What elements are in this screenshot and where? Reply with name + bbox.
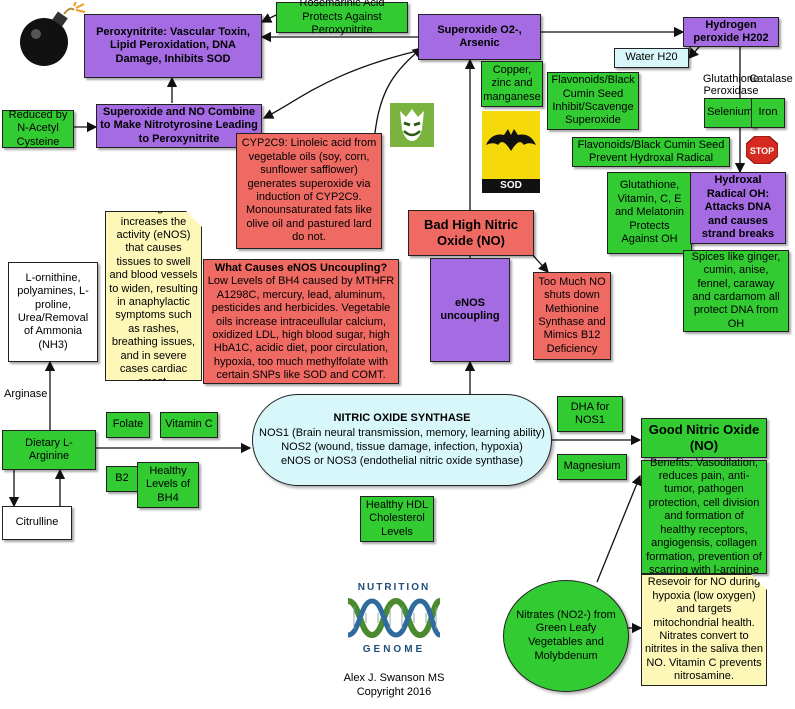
magnesium-node: Magnesium (557, 454, 627, 480)
nitric-oxide-synthase-node: NITRIC OXIDE SYNTHASE NOS1 (Brain neural… (252, 394, 552, 486)
bat-icon (482, 111, 540, 193)
dha-node: DHA for NOS1 (557, 396, 623, 432)
synthase-nos2: NOS2 (wound, tissue damage, infection, h… (281, 441, 523, 453)
sod-bat-icon: SOD (482, 111, 540, 193)
arginase-label: Arginase (4, 388, 48, 400)
hydroxal-radical-node: Hydroxal Radical OH: Attacks DNA and cau… (690, 172, 786, 244)
dna-logo-icon (346, 597, 442, 639)
estrogen-note: Estrogen increases the activity (eNOS) t… (105, 211, 202, 381)
joker-icon (390, 103, 434, 147)
stop-sign-icon: STOP (746, 136, 778, 164)
uncoupling-title: What Causes eNOS Uncoupling? (214, 262, 388, 274)
citrulline-node: Citrulline (2, 506, 72, 540)
hydrogen-peroxide-node: Hydrogen peroxide H202 (683, 17, 779, 47)
cyp2c9-node: CYP2C9: Linoleic acid from vegetable oil… (236, 133, 382, 249)
healthy-bh4-node: Healthy Levels of BH4 (137, 462, 199, 508)
flavonoids-superoxide-node: Flavonoids/Black Cumin Seed Inhibit/Scav… (547, 72, 639, 130)
stop-sign-text: STOP (750, 146, 774, 156)
good-no-node: Good Nitric Oxide (NO) (641, 418, 767, 458)
spices-node: Spices like ginger, cumin, anise, fennel… (683, 250, 789, 332)
synthase-nos1: NOS1 (Brain neural transmission, memory,… (259, 426, 545, 439)
bomb-icon (20, 2, 86, 66)
synthase-nos3: eNOS or NOS3 (endothelial nitric oxide s… (280, 455, 524, 468)
catalase-label: Catalase (749, 73, 793, 85)
reservoir-note: Resevoir for NO during hypoxia (low oxyg… (641, 574, 767, 686)
credit-copyright: Copyright 2016 (356, 686, 432, 698)
bad-no-node: Bad High Nitric Oxide (NO) (408, 210, 534, 256)
sod-label: SOD (500, 180, 522, 191)
glutathione-peroxidase-label: Glutathione Peroxidase (702, 73, 760, 97)
flavonoids-hydroxal-node: Flavonoids/Black Cumin Seed Prevent Hydr… (572, 137, 730, 167)
benefits-node: Benefits: Vasodilation, reduces pain, an… (641, 457, 767, 576)
glutathione-vitamins-node: Glutathione, Vitamin, C, E and Melatonin… (607, 172, 692, 254)
credit-author: Alex J. Swanson MS (343, 672, 445, 684)
too-much-no-node: Too Much NO shuts down Methionine Syntha… (533, 272, 611, 360)
enos-uncoupling-node: eNOS uncoupling (430, 258, 510, 362)
nutrition-genome-logo: NUTRITION GENOME (346, 582, 442, 664)
copper-zinc-node: Copper, zinc and manganese (481, 61, 543, 107)
uncoupling-body: Low Levels of BH4 caused by MTHFR A1298C… (207, 275, 395, 382)
superoxide-arsenic-node: Superoxide O2-, Arsenic (418, 14, 541, 60)
water-node: Water H20 (614, 48, 689, 68)
rosemarinic-node: Rosemarinic Acid Protects Against Peroxy… (276, 0, 408, 36)
folate-node: Folate (106, 412, 150, 438)
peroxynitrite-node: Peroxynitrite: Vascular Toxin, Lipid Per… (84, 14, 262, 78)
logo-bottom-text: GENOME (362, 644, 426, 655)
nitrates-node: Nitrates (NO2-) from Green Leafy Vegetab… (503, 580, 629, 692)
healthy-hdl-node: Healthy HDL Cholesterol Levels (360, 496, 434, 542)
uncoupling-causes-node: What Causes eNOS Uncoupling? Low Levels … (203, 259, 399, 384)
selenium-node: Selenium (704, 98, 756, 128)
combine-no-node: Superoxide and NO Combine to Make Nitrot… (96, 104, 262, 148)
reduced-nac-node: Reduced by N-Acetyl Cysteine (2, 109, 74, 148)
logo-top-text: NUTRITION (357, 582, 431, 593)
synthase-title: NITRIC OXIDE SYNTHASE (333, 412, 471, 425)
b2-node: B2 (106, 466, 138, 492)
lornithine-node: L-ornithine, polyamines, L-proline, Urea… (8, 262, 98, 362)
vitamin-c-node: Vitamin C (160, 412, 218, 438)
dietary-arginine-node: Dietary L-Arginine (2, 430, 96, 470)
iron-node: Iron (751, 98, 785, 128)
